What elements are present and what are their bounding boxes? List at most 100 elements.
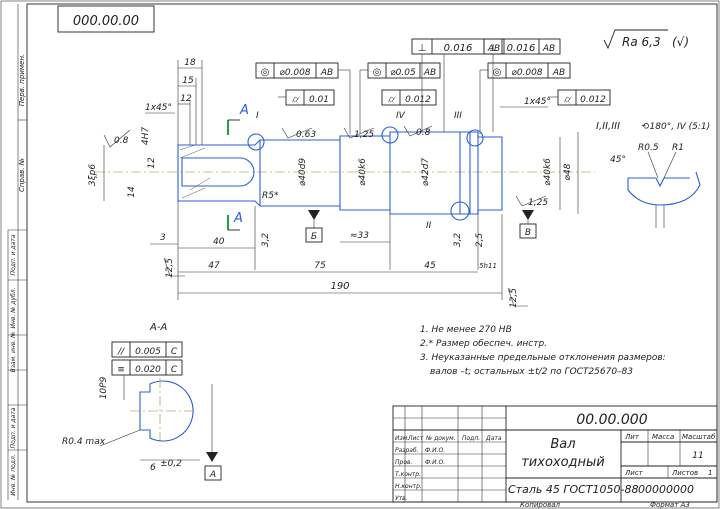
tolerance-frame-coax-2: ◎ ⌀0.05 AB xyxy=(367,62,441,79)
technical-notes: 1. Не менее 270 НВ 2.* Размер обеспеч. и… xyxy=(420,325,666,377)
svg-text:Масса: Масса xyxy=(652,433,674,441)
detail-view: I,II,III ⟲180°, IV (5:1) R0.5 R1 45° xyxy=(596,121,710,228)
side-label-5: Взам. инв. № xyxy=(10,332,17,373)
svg-text:6: 6 xyxy=(150,463,156,473)
svg-text:12: 12 xyxy=(147,157,157,169)
svg-text:Утв.: Утв. xyxy=(395,495,408,502)
svg-text:0.016: 0.016 xyxy=(444,43,473,54)
section-hatch xyxy=(179,144,211,199)
svg-text:12: 12 xyxy=(180,94,192,104)
shaft-outline xyxy=(177,131,503,215)
bottom-dims: 3 40 3,2 ≈33 3,2 2,5 47 75 45 5h11 190 1… xyxy=(150,201,528,308)
datum-b: Б xyxy=(305,210,323,243)
svg-text:0.016: 0.016 xyxy=(507,43,536,54)
svg-text:⌭: ⌭ xyxy=(388,95,396,105)
svg-text:Лист: Лист xyxy=(407,435,424,442)
top-left-code: 000.00.00 xyxy=(73,14,139,29)
svg-text:⌀42d7: ⌀42d7 xyxy=(421,158,431,187)
top-left-code-box: 000.00.00 xyxy=(57,5,155,33)
tolerance-frame-cyl-2: ⌭ 0.012 xyxy=(381,89,437,106)
svg-text:R5*: R5* xyxy=(262,191,279,201)
svg-text:AB: AB xyxy=(542,44,555,54)
detail-circle-IV xyxy=(381,126,399,144)
side-label-3: Подп. и дата xyxy=(10,234,17,275)
detail-circle-I xyxy=(247,133,265,151)
svg-text:75: 75 xyxy=(314,261,326,271)
svg-text:Разраб.: Разраб. xyxy=(395,447,419,454)
left-stamp-strip: Перв. примен. Справ. № Подп. и дата Инв.… xyxy=(7,4,27,500)
tolerance-frame-coax-1: ◎ ⌀0.008 AB xyxy=(255,62,339,79)
key-depth-label: 4H7 xyxy=(141,127,151,145)
section-mark-top: A xyxy=(227,103,249,135)
shaft-main-view: I IV III II xyxy=(95,111,595,231)
top-left-dims: 18 15 12 1x45° 4H7 0.8 xyxy=(103,58,203,148)
roughness-suffix: (√) xyxy=(672,35,689,49)
svg-text:◎: ◎ xyxy=(261,67,270,78)
svg-text:⊥: ⊥ xyxy=(489,43,498,54)
svg-text:III: III xyxy=(454,111,462,121)
section-circle xyxy=(139,380,194,442)
svg-text:Лит: Лит xyxy=(624,433,640,441)
note-2: 2.* Размер обеспеч. инстр. xyxy=(420,339,547,349)
tolerance-frame-coax-3: ◎ ⌀0.008 AB xyxy=(487,62,571,79)
svg-text:I,II,III: I,II,III xyxy=(596,121,620,132)
svg-text:R0.5: R0.5 xyxy=(638,143,659,153)
svg-text:A: A xyxy=(239,103,249,118)
svg-text:14: 14 xyxy=(127,186,137,198)
svg-text:⟲180°, IV (5:1): ⟲180°, IV (5:1) xyxy=(641,122,710,132)
svg-text:Пров.: Пров. xyxy=(395,459,413,466)
sheet-inner-frame xyxy=(26,3,718,503)
svg-text:⌀40k6: ⌀40k6 xyxy=(543,158,553,186)
svg-text:IV: IV xyxy=(396,111,406,121)
general-roughness: Ra 6,3 (√) xyxy=(603,29,689,50)
part-name-2: тихоходный xyxy=(521,455,605,470)
svg-text:0.63: 0.63 xyxy=(296,130,316,140)
title-block: 00.00.000 Изм. Лист № докум. Подп. Дата … xyxy=(392,405,718,503)
svg-text:1,25: 1,25 xyxy=(354,130,374,140)
svg-text:R0.4 max: R0.4 max xyxy=(62,437,106,447)
svg-text:190: 190 xyxy=(330,281,349,292)
svg-text:II: II xyxy=(426,221,432,231)
svg-text:0.020: 0.020 xyxy=(135,365,161,375)
svg-text:Б: Б xyxy=(311,232,317,242)
svg-text:1x45°: 1x45° xyxy=(524,97,551,107)
tolerance-frame-cyl-1: ⌭ 0.01 xyxy=(285,89,335,106)
note-4: валов –t; остальных ±t/2 по ГОСТ25670–83 xyxy=(430,367,633,377)
svg-text:1: 1 xyxy=(708,469,712,477)
svg-text:Т.контр.: Т.контр. xyxy=(395,471,421,478)
tolerance-frame-cyl-3: ⌭ 0.012 xyxy=(557,89,611,106)
svg-text:Подп.: Подп. xyxy=(462,435,480,442)
svg-text:Н.контр.: Н.контр. xyxy=(395,483,422,490)
svg-text:12,5: 12,5 xyxy=(165,258,175,278)
svg-text:3ξp6: 3ξp6 xyxy=(88,164,98,186)
svg-text:±0,2: ±0,2 xyxy=(160,459,182,469)
frame-leaders xyxy=(278,54,558,134)
svg-text:AB: AB xyxy=(552,68,565,78)
svg-text:Изм.: Изм. xyxy=(395,435,409,442)
svg-text:Дата: Дата xyxy=(485,435,502,442)
diameter-labels: 3ξp6 14 12 R5* ⌀40d9 ⌀40k6 ⌀42d7 ⌀40k6 ⌀… xyxy=(88,132,579,214)
svg-text:45°: 45° xyxy=(610,155,626,165)
designation-right: 00000000 xyxy=(638,483,694,496)
svg-text:11: 11 xyxy=(692,451,703,461)
svg-text:≈33: ≈33 xyxy=(350,231,369,241)
side-label-2: Справ. № xyxy=(18,158,26,192)
side-label-4: Инв. № дубл. xyxy=(10,287,17,328)
svg-text:0.012: 0.012 xyxy=(405,95,431,105)
side-label-6: Подп. и дата xyxy=(10,407,17,448)
svg-text:⌭: ⌭ xyxy=(292,95,300,105)
svg-text:0.005: 0.005 xyxy=(135,347,161,357)
side-label-7: Инв. № подл. xyxy=(10,454,17,495)
detail-circle-III xyxy=(466,129,484,147)
svg-text:⌭: ⌭ xyxy=(564,95,572,105)
svg-text:⌀0.05: ⌀0.05 xyxy=(390,68,416,78)
note-3: 3. Неуказанные предельные отклонения раз… xyxy=(420,353,666,363)
svg-text:3,2: 3,2 xyxy=(453,233,463,248)
svg-text:45: 45 xyxy=(424,261,436,271)
svg-text:0.01: 0.01 xyxy=(309,95,329,105)
svg-text:AB: AB xyxy=(423,68,436,78)
svg-text:47: 47 xyxy=(208,261,220,271)
svg-text:⊥: ⊥ xyxy=(418,43,427,54)
